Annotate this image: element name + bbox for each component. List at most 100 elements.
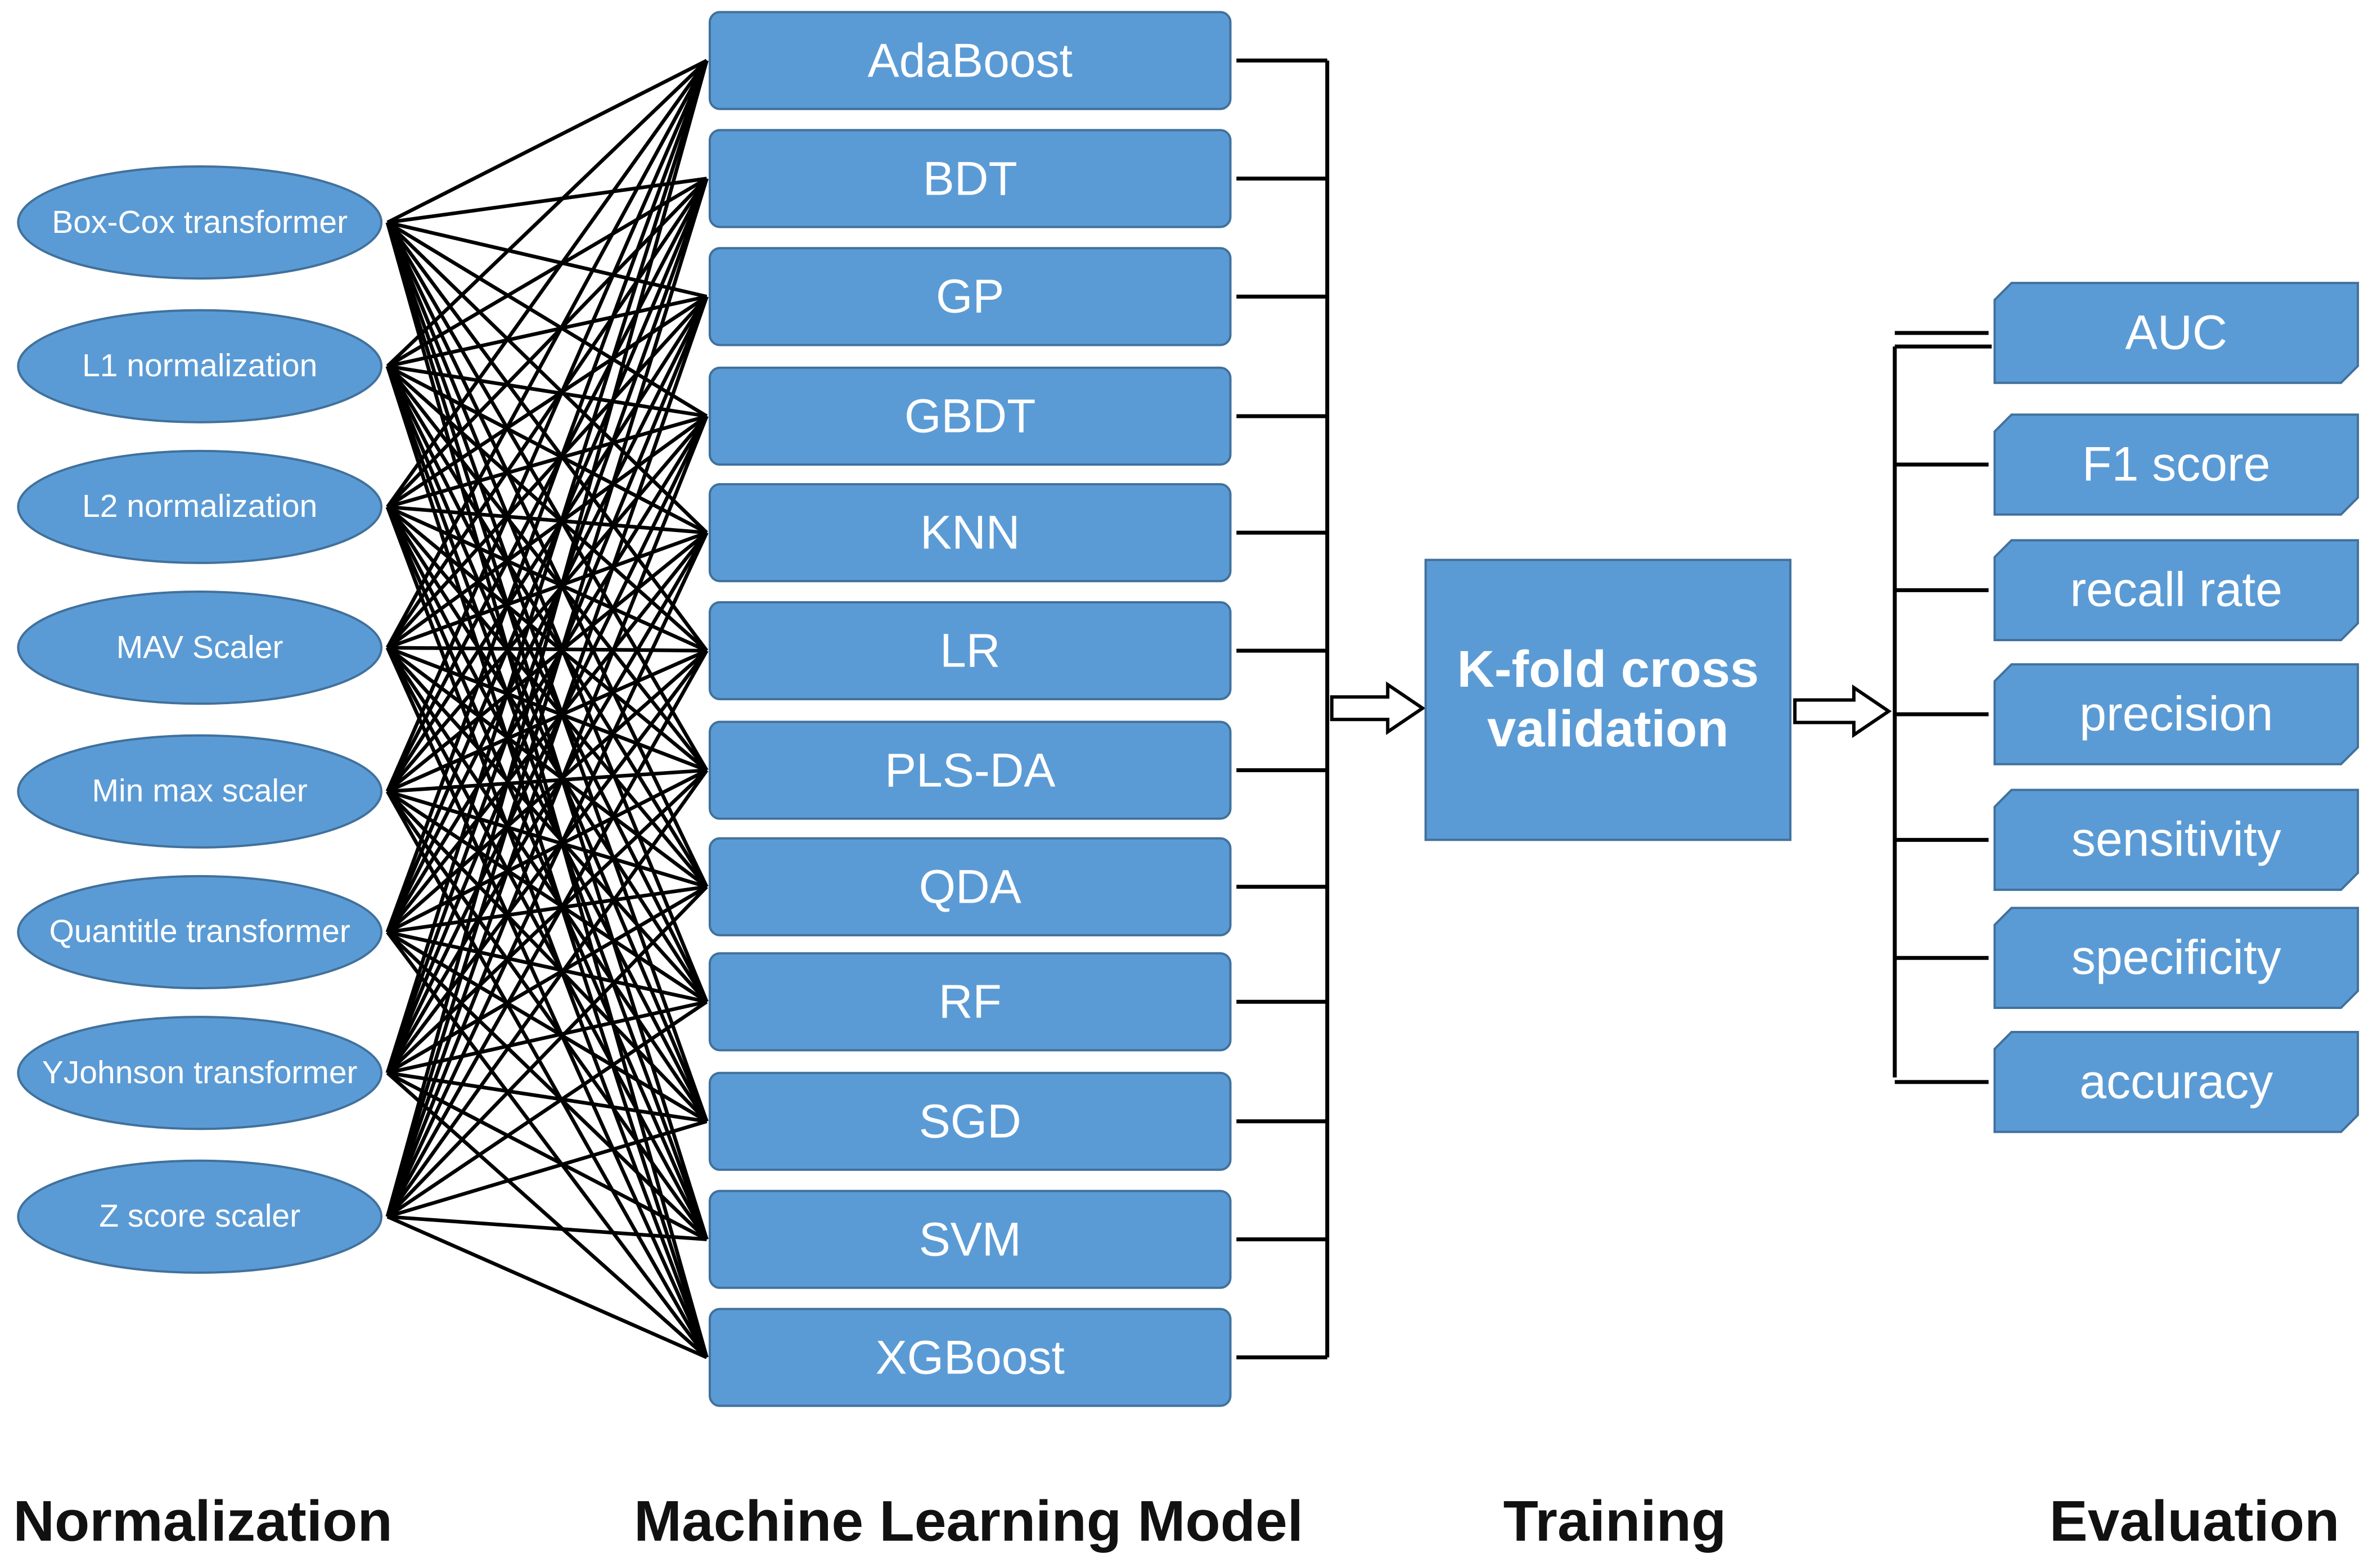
link-z-score-scaler-to-lr xyxy=(385,650,709,1218)
link-l1-normalization-to-adaboost xyxy=(386,59,708,368)
link-min-max-scaler-to-lr xyxy=(386,649,708,794)
link-z-score-scaler-to-sgd xyxy=(386,1119,708,1219)
link-min-max-scaler-to-gbdt xyxy=(386,414,709,793)
kfold-cross-validation-node xyxy=(1424,558,1792,841)
model-label-knn: KNN xyxy=(920,506,1020,559)
link-z-score-scaler-to-bdt xyxy=(385,178,709,1218)
evaluation-node-recall-rate xyxy=(1993,539,2360,642)
link-l2-normalization-to-gbdt xyxy=(386,414,708,509)
machine-learning-model-section-title: Machine Learning Model xyxy=(633,1489,1304,1553)
model-label-svm: SVM xyxy=(918,1213,1021,1266)
model-node-pls-da xyxy=(708,720,1232,820)
normalization-node-quantitle-transformer xyxy=(17,875,383,990)
model-node-rf xyxy=(708,952,1232,1052)
link-l1-normalization-to-lr xyxy=(386,364,708,652)
normalization-node-mav-scaler xyxy=(17,591,383,705)
model-node-knn xyxy=(708,483,1232,583)
model-node-gp xyxy=(708,247,1232,346)
link-l2-normalization-to-lr xyxy=(386,505,708,652)
model-node-svm xyxy=(708,1189,1232,1289)
model-label-rf: RF xyxy=(938,975,1002,1028)
model-node-adaboost xyxy=(708,11,1232,110)
arrow-models-to-training xyxy=(1330,681,1426,735)
link-z-score-scaler-to-xgboost xyxy=(386,1215,708,1359)
model-node-lr xyxy=(708,601,1232,701)
link-yjohnson-transformer-to-bdt xyxy=(385,178,709,1074)
normalization-label-l2-normalization: L2 normalization xyxy=(82,488,318,525)
link-z-score-scaler-to-qda xyxy=(386,885,708,1218)
evaluation-node-accuracy xyxy=(1993,1031,2360,1133)
model-label-pls-da: PLS-DA xyxy=(885,744,1056,797)
link-yjohnson-transformer-to-gbdt xyxy=(385,415,709,1074)
link-min-max-scaler-to-adaboost xyxy=(385,60,709,792)
model-label-xgboost: XGBoost xyxy=(875,1331,1065,1384)
link-yjohnson-transformer-to-gp xyxy=(385,296,709,1074)
link-z-score-scaler-to-adaboost xyxy=(385,60,709,1218)
normalization-label-mav-scaler: MAV Scaler xyxy=(116,629,283,665)
model-node-gbdt xyxy=(708,366,1232,466)
link-mav-scaler-to-adaboost xyxy=(385,60,709,649)
link-box-cox-transformer-to-adaboost xyxy=(386,58,708,224)
link-quantitle-transformer-to-gp xyxy=(385,295,709,933)
evaluation-node-f1-score xyxy=(1993,413,2360,516)
link-quantitle-transformer-to-lr xyxy=(386,649,708,934)
link-min-max-scaler-to-knn xyxy=(386,531,708,793)
link-z-score-scaler-to-gbdt xyxy=(385,415,709,1218)
evaluation-node-auc xyxy=(1993,282,2360,384)
link-z-score-scaler-to-gp xyxy=(385,296,709,1218)
model-label-sgd: SGD xyxy=(918,1094,1021,1148)
link-box-cox-transformer-to-lr xyxy=(386,221,709,652)
evaluation-label-recall-rate: recall rate xyxy=(2070,562,2282,617)
arrow-training-to-evaluation xyxy=(1793,684,1892,738)
link-quantitle-transformer-to-gbdt xyxy=(386,415,709,934)
link-min-max-scaler-to-gp xyxy=(386,295,709,792)
link-z-score-scaler-to-knn xyxy=(385,531,709,1218)
kfold-cross-validation-label: K-fold cross validation xyxy=(1457,641,1759,758)
evaluation-node-sensitivity xyxy=(1993,788,2360,891)
model-label-bdt: BDT xyxy=(922,152,1017,205)
normalization-node-l2-normalization xyxy=(17,449,383,564)
normalization-label-yjohnson-transformer: YJohnson transformer xyxy=(42,1054,358,1091)
model-node-bdt xyxy=(708,129,1232,228)
normalization-node-l1-normalization xyxy=(17,309,383,423)
evaluation-node-specificity xyxy=(1993,907,2360,1009)
normalization-label-box-cox-transformer: Box-Cox transformer xyxy=(52,204,348,240)
evaluation-label-accuracy: accuracy xyxy=(2079,1055,2273,1109)
link-box-cox-transformer-to-gbdt xyxy=(386,220,708,418)
evaluation-section-title: Evaluation xyxy=(2049,1489,2340,1553)
link-z-score-scaler-to-rf xyxy=(386,1000,708,1219)
link-quantitle-transformer-to-bdt xyxy=(385,178,709,933)
normalization-node-min-max-scaler xyxy=(17,734,383,849)
link-mav-scaler-to-xgboost xyxy=(385,647,709,1358)
normalization-node-yjohnson-transformer xyxy=(17,1016,383,1130)
link-z-score-scaler-to-svm xyxy=(387,1215,707,1241)
normalization-section-title: Normalization xyxy=(13,1489,393,1553)
link-l1-normalization-to-gbdt xyxy=(387,364,708,418)
evaluation-label-precision: precision xyxy=(2079,687,2273,741)
link-yjohnson-transformer-to-adaboost xyxy=(385,60,709,1074)
model-node-qda xyxy=(708,837,1232,936)
link-z-score-scaler-to-pls-da xyxy=(386,769,709,1218)
evaluation-label-f1-score: F1 score xyxy=(2082,437,2271,492)
normalization-label-quantitle-transformer: Quantitle transformer xyxy=(49,913,350,950)
link-quantitle-transformer-to-knn xyxy=(386,531,709,934)
model-label-adaboost: AdaBoost xyxy=(867,34,1073,87)
training-section-title: Training xyxy=(1503,1489,1727,1553)
normalization-node-z-score-scaler xyxy=(17,1159,383,1274)
evaluation-node-precision xyxy=(1993,663,2360,765)
evaluation-label-auc: AUC xyxy=(2125,305,2227,360)
link-min-max-scaler-to-bdt xyxy=(385,177,709,792)
model-node-xgboost xyxy=(708,1308,1232,1407)
model-node-sgd xyxy=(708,1071,1232,1171)
link-l2-normalization-to-adaboost xyxy=(386,59,709,508)
model-label-gbdt: GBDT xyxy=(904,389,1036,443)
link-yjohnson-transformer-to-lr xyxy=(386,650,709,1074)
normalization-label-min-max-scaler: Min max scaler xyxy=(92,773,308,809)
normalization-label-l1-normalization: L1 normalization xyxy=(82,348,318,384)
evaluation-label-specificity: specificity xyxy=(2071,930,2281,985)
model-label-qda: QDA xyxy=(918,860,1021,913)
normalization-label-z-score-scaler: Z score scaler xyxy=(99,1198,301,1234)
link-mav-scaler-to-lr xyxy=(387,646,707,653)
